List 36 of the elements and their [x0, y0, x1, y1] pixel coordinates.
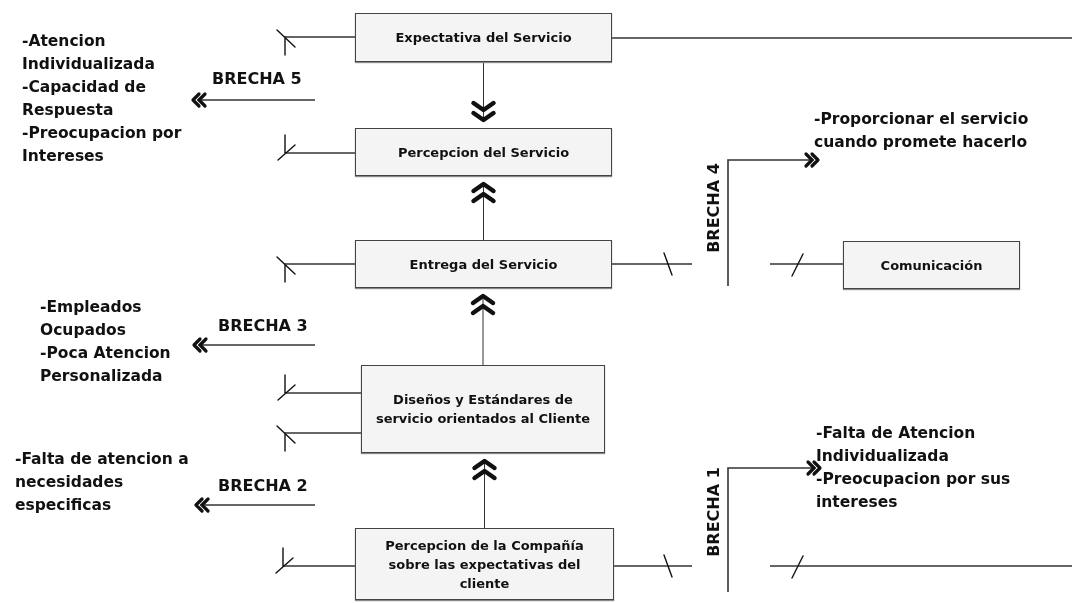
box-label: Entrega del Servicio — [408, 255, 559, 274]
connector-line — [275, 547, 356, 574]
gap-description: -Proporcionar el servicio cuando promete hacerlo — [814, 109, 1030, 153]
edge-label: BRECHA 3 — [218, 317, 308, 335]
process-box — [355, 128, 612, 176]
box-label: Diseños y Estándares de servicio orientados al Cliente — [374, 391, 592, 428]
connector-line — [276, 29, 356, 56]
edge-label: BRECHA 1 — [705, 467, 723, 557]
box-label: Percepcion de la Compañía sobre las expectativas del cliente — [384, 536, 585, 593]
box-label: Comunicación — [879, 256, 984, 275]
connector-line — [613, 554, 693, 578]
gap-description: -Falta de atencion a necesidades especificas — [15, 449, 190, 516]
edge-label: BRECHA 2 — [218, 477, 308, 495]
process-box — [361, 365, 605, 453]
box-label: Expectativa del Servicio — [394, 29, 573, 47]
edge-label: BRECHA 4 — [705, 163, 723, 253]
gap-description: -Poca Atencion Personalizada — [40, 343, 172, 387]
gap-description: -Capacidad de Respuesta — [22, 77, 147, 121]
edge-label: BRECHA 5 — [212, 70, 302, 88]
connector-line — [277, 374, 362, 401]
connector-line — [276, 425, 362, 452]
connector-line — [611, 37, 1072, 39]
connector-line — [277, 134, 356, 161]
gap-description: -Preocupacion por Intereses — [22, 123, 183, 167]
box-label: Percepcion del Servicio — [396, 143, 571, 162]
process-box — [355, 13, 612, 62]
process-box — [355, 528, 614, 600]
process-box — [843, 241, 1020, 289]
connector-line — [611, 252, 693, 276]
gap-description: -Atencion Individualizada — [22, 31, 156, 75]
connector-line — [276, 256, 356, 283]
connector-line — [769, 253, 844, 277]
gap-description: -Empleados Ocupados — [40, 297, 143, 341]
gap-description: -Falta de Atencion Individualizada — [816, 423, 977, 467]
process-box — [355, 240, 612, 288]
gap-description: -Preocupacion por sus intereses — [816, 469, 1012, 513]
